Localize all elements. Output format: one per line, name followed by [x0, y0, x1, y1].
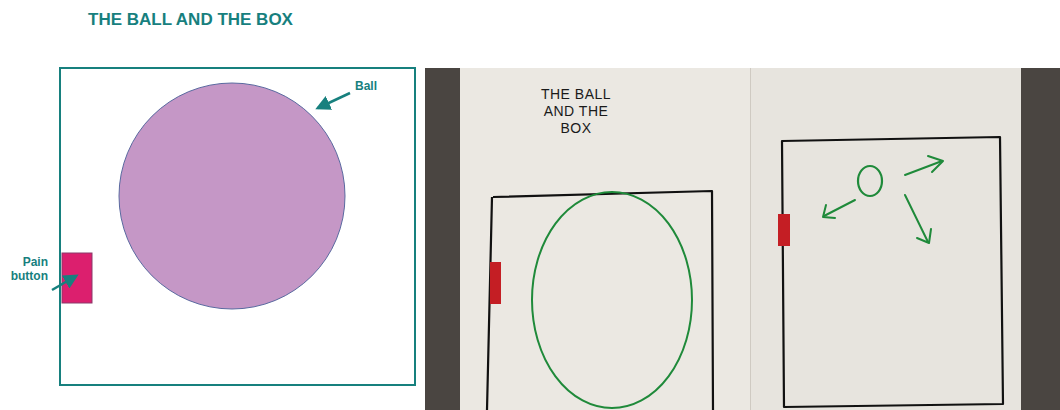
leader-arrow: [318, 93, 350, 108]
sketch-ball: [858, 166, 882, 196]
paper-seam: [750, 68, 751, 410]
motion-arrows: [823, 156, 943, 243]
sketch-box: [487, 191, 713, 410]
sketch-box: [782, 137, 1003, 407]
pain-button: [62, 253, 92, 303]
sketch-button: [778, 214, 790, 246]
diagram-title: THE BALL AND THE BOX: [88, 10, 293, 30]
box-outline: [60, 68, 415, 385]
sketch-button: [490, 262, 501, 304]
paper-sheet: [460, 68, 750, 410]
sketch-ball: [532, 192, 692, 408]
handwritten-title: THE BALL AND THE BOX: [536, 86, 616, 136]
callout-label: Ball: [355, 80, 377, 94]
photo-background: [425, 68, 1060, 410]
ball-circle: [119, 83, 345, 309]
callout-label: Pain button: [4, 256, 48, 284]
paper-sheet: [751, 68, 1021, 410]
leader-arrow: [52, 276, 76, 290]
